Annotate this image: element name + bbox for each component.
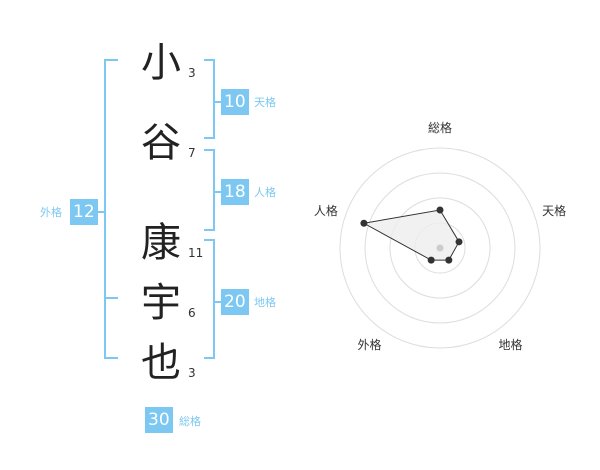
name-char-3: 康 [141, 220, 181, 266]
tenkaku-bracket [204, 59, 215, 139]
name-char-2: 谷 [141, 120, 181, 166]
bracket-lines [96, 59, 221, 359]
name-char-4: 宇 [141, 280, 181, 326]
radar-ring-2 [389, 197, 491, 299]
chikaku-bracket [204, 239, 215, 359]
radar-point-3 [445, 256, 453, 264]
radar-points [360, 206, 463, 264]
radar-polygon [362, 209, 460, 261]
soukaku-label: 総格 [179, 415, 201, 428]
jinkaku-score: 18 [221, 179, 249, 205]
radar-axis-label-1: 総格 [428, 120, 452, 135]
radar-ring-3 [364, 172, 516, 324]
radar-point-5 [360, 219, 368, 227]
stroke-count-5: 3 [188, 366, 196, 380]
stroke-count-4: 6 [188, 306, 196, 320]
tenkaku-score: 10 [221, 89, 249, 115]
gaikaku-label: 外格 [40, 206, 62, 219]
jinkaku-label: 人格 [254, 186, 276, 199]
gaikaku-bracket [104, 59, 118, 359]
radar-rings [339, 147, 541, 349]
radar-axis-label-5: 人格 [314, 203, 338, 218]
radar-axis-label-2: 天格 [542, 203, 566, 218]
stroke-count-1: 3 [188, 66, 196, 80]
radar-axis-label-3: 地格 [499, 337, 523, 352]
jinkaku-bracket [204, 149, 215, 231]
radar-axis-label-4: 外格 [357, 337, 381, 352]
chikaku-score: 20 [221, 289, 249, 315]
radar-point-1 [436, 206, 444, 214]
radar-point-4 [427, 256, 435, 264]
radar-ring-4 [339, 147, 541, 349]
gaikaku-score: 12 [70, 199, 98, 225]
radar-center-dot [436, 244, 444, 252]
name-char-5: 也 [141, 340, 181, 386]
soukaku-score: 30 [145, 407, 173, 433]
stroke-count-3: 11 [188, 246, 204, 260]
name-char-1: 小 [141, 40, 181, 86]
chikaku-label: 地格 [254, 296, 276, 309]
radar-point-2 [455, 238, 463, 246]
stroke-count-2: 7 [188, 146, 196, 160]
tenkaku-label: 天格 [254, 96, 276, 109]
